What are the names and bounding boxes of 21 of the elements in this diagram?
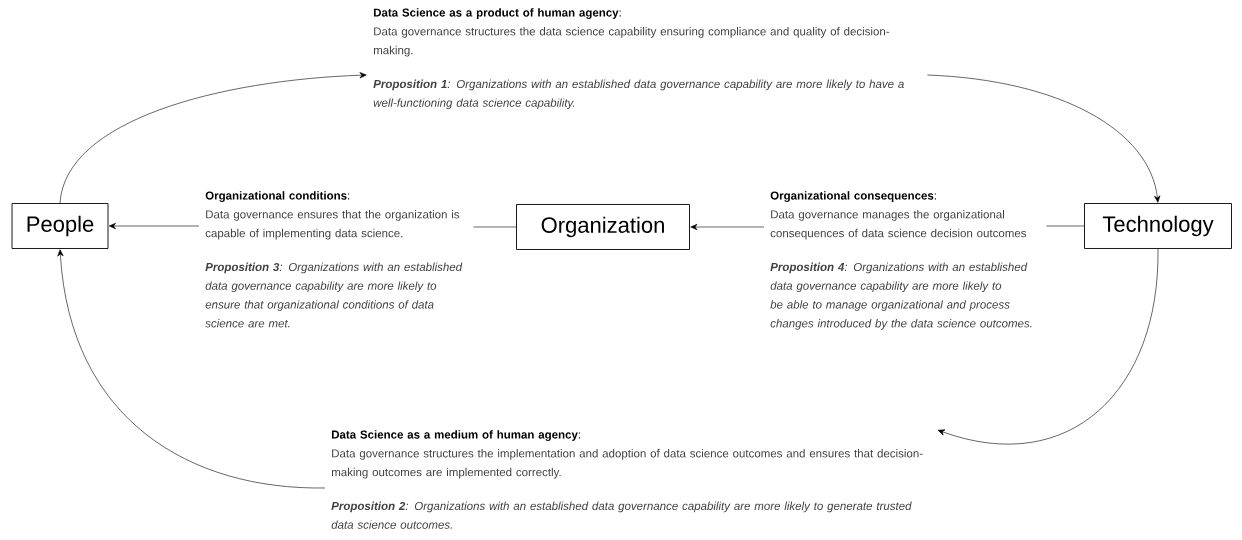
concept-box: Organization	[516, 204, 690, 250]
concept-box: Technology	[1084, 203, 1232, 249]
concept-box: People	[11, 203, 109, 249]
arrow	[690, 223, 765, 231]
arrow	[937, 248, 1159, 445]
proposition-text: Proposition 3: Organizations with an established data governance capability are more likely to ensure that organizational conditions of data science are met.	[205, 262, 463, 328]
heading: Organizational conditions:	[205, 191, 350, 202]
proposition-text: Proposition 4: Organizations with an established data governance capability are more likely to be able to manage organizational and process changes introduced by the data science outcomes.	[770, 262, 1032, 330]
heading: Data Science as a medium of human agency:	[332, 430, 581, 441]
arrow	[59, 72, 367, 204]
arrow	[108, 222, 200, 230]
body-text: Data governance structures the implementation and adoption of data science outcomes and ensures that decision-making outcomes are implemented correctly.	[332, 449, 923, 479]
proposition-text: Proposition 1: Organizations with an established data governance capability are more likely to have a well-functioning data science capability.	[373, 79, 904, 110]
arrow	[57, 249, 326, 489]
body-text: Data governance ensures that the organization is capable of implementing data science.	[205, 210, 460, 240]
heading: Organizational consequences:	[770, 191, 936, 202]
proposition-text: Proposition 2: Organizations with an established data governance capability are more likely to generate trusted data science outcomes.	[331, 501, 912, 529]
heading: Data Science as a product of human agency:	[374, 8, 621, 19]
arrow	[927, 74, 1161, 203]
body-text: Data governance manages the organizational consequences of data science decision outcomes	[770, 210, 1027, 240]
body-text: Data governance structures the data science capability ensuring compliance and quality of decision-making.	[374, 27, 890, 57]
